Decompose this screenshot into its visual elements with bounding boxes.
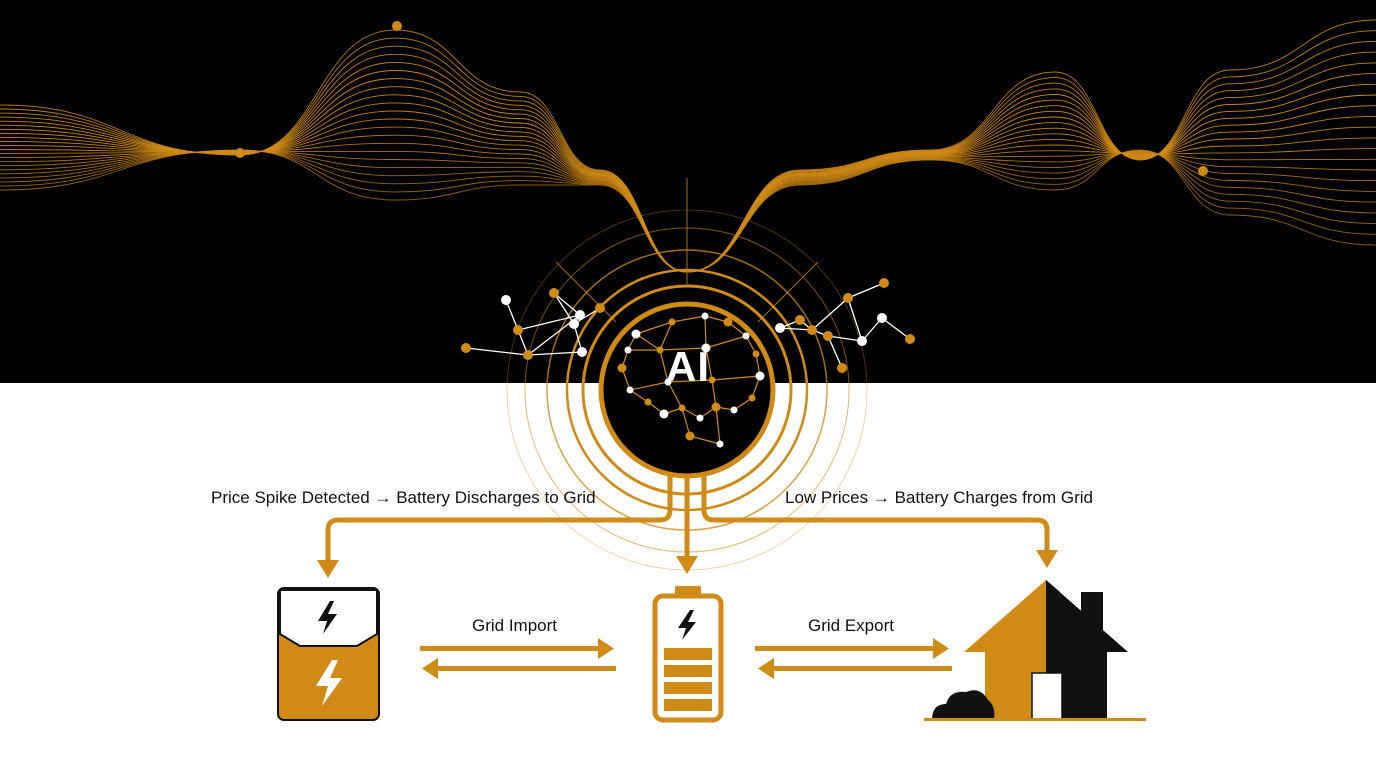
battery-icon xyxy=(652,586,724,723)
lightning-bolt-icon xyxy=(318,601,337,634)
grid-battery-icon xyxy=(277,587,380,721)
arrow-to-grid-battery xyxy=(325,471,673,563)
neural-network-left xyxy=(461,288,605,360)
brain-network-icon xyxy=(617,312,765,448)
ring-crosshair xyxy=(555,178,819,323)
grid-import-arrows xyxy=(420,638,616,679)
left-flow-annotation: Price Spike Detected → Battery Discharge… xyxy=(211,488,596,507)
house-icon xyxy=(924,580,1146,721)
neural-network-right xyxy=(775,278,915,373)
grid-export-label: Grid Export xyxy=(808,616,894,635)
right-flow-annotation: Low Prices → Battery Charges from Grid xyxy=(785,488,1093,507)
bush-icon xyxy=(932,690,995,720)
lightning-bolt-icon xyxy=(678,610,696,640)
ai-core-label: AI xyxy=(666,343,710,390)
distribution-lines xyxy=(325,471,1050,563)
price-wave-lines xyxy=(0,19,1376,273)
arrow-to-house xyxy=(701,471,1050,553)
arrowheads xyxy=(317,550,1058,578)
grid-import-label: Grid Import xyxy=(472,616,558,635)
grid-export-arrows xyxy=(755,638,952,679)
lightning-bolt-icon xyxy=(316,660,342,706)
